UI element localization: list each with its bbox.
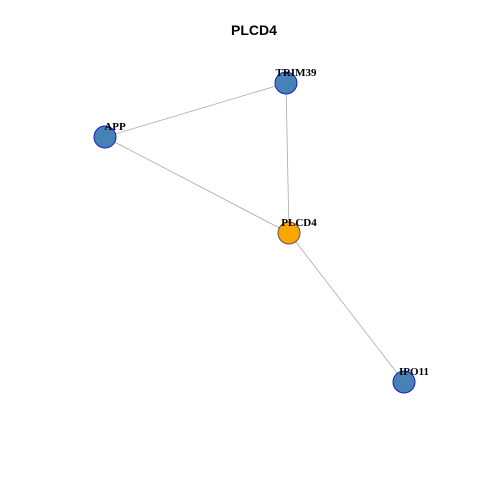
node-label-app: APP	[104, 121, 126, 133]
node-label-trim39: TRIM39	[276, 67, 317, 79]
edge-plcd4-ipo11	[288, 232, 405, 383]
node-app	[93, 125, 117, 149]
node-label-plcd4: PLCD4	[281, 217, 317, 229]
node-trim39	[274, 71, 298, 95]
node-label-ipo11: IPO11	[399, 366, 429, 378]
edges-layer	[104, 82, 405, 383]
edge-app-plcd4	[104, 136, 290, 234]
node-plcd4	[277, 221, 301, 245]
edge-app-trim39	[104, 82, 287, 138]
node-ipo11	[392, 370, 416, 394]
nodes-layer	[93, 71, 416, 394]
edge-trim39-plcd4	[285, 82, 290, 234]
graph-title: PLCD4	[231, 22, 277, 38]
